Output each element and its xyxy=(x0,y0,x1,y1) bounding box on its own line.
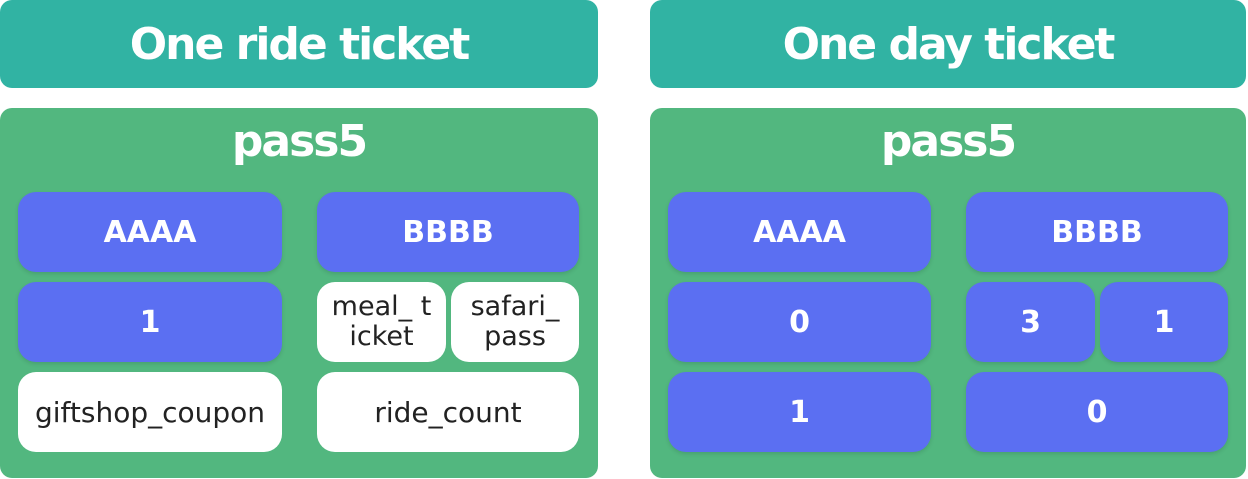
column-a-row1-cell: 0 xyxy=(668,282,931,362)
column-b-header: BBBB xyxy=(317,192,579,272)
one-ride-pass-panel: pass5 AAAA BBBB 1 meal_ ticket safari_ p… xyxy=(0,108,598,478)
one-day-ticket-header: One day ticket xyxy=(650,0,1246,88)
column-b-row2-cell: 0 xyxy=(966,372,1228,452)
pass-title: pass5 xyxy=(231,116,368,167)
column-b-row1-left-cell: meal_ ticket xyxy=(317,282,446,362)
column-a-header: AAAA xyxy=(668,192,931,272)
column-a-header: AAAA xyxy=(18,192,282,272)
one-day-pass-panel: pass5 AAAA BBBB 0 3 1 1 0 xyxy=(650,108,1246,478)
one-ride-ticket-header: One ride ticket xyxy=(0,0,598,88)
column-b-row1-right-cell: 1 xyxy=(1100,282,1228,362)
column-a-row2-cell: 1 xyxy=(668,372,931,452)
pass-title: pass5 xyxy=(880,116,1017,167)
column-a-row1-cell: 1 xyxy=(18,282,282,362)
column-b-header: BBBB xyxy=(966,192,1228,272)
column-a-row2-cell: giftshop_coupon xyxy=(18,372,282,452)
column-b-row1-right-cell: safari_ pass xyxy=(451,282,579,362)
column-b-row1-left-cell: 3 xyxy=(966,282,1095,362)
column-b-row2-cell: ride_count xyxy=(317,372,579,452)
